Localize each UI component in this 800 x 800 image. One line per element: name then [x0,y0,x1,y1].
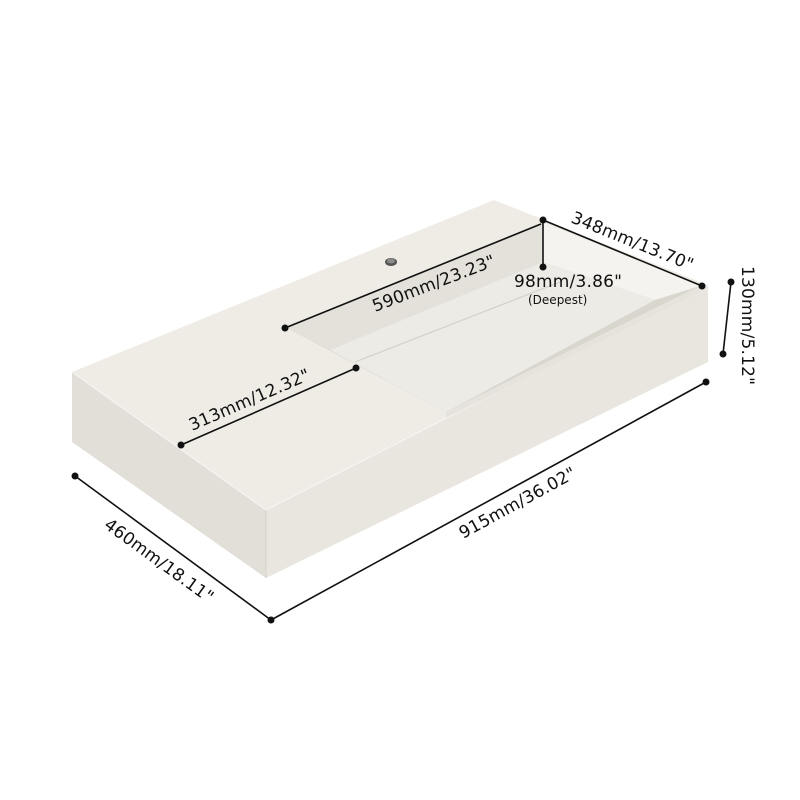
basin-front-lip [446,286,700,418]
height-dimension: 130mm/5.12" [719,266,757,385]
depth-note: (Deepest) [528,293,587,307]
sink-front-face [266,285,708,578]
basin [287,222,700,418]
basin-floor [330,262,655,412]
depth-label: 98mm/3.86" [514,272,622,292]
depth-dimension: 98mm/3.86" (Deepest) [514,220,622,307]
height-label: 130mm/5.12" [737,266,757,385]
sink-left-face [72,372,266,578]
basin-right-wall [543,222,700,300]
basin-back-wall [287,222,543,350]
